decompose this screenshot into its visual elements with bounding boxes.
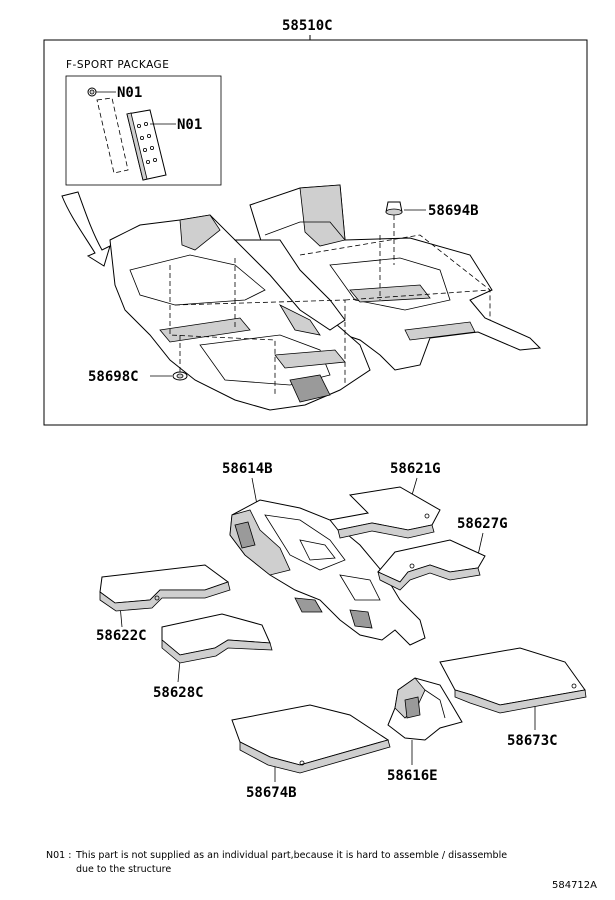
f-sport-inset-frame	[65, 75, 222, 186]
leader-58627g	[477, 532, 484, 556]
part-58621g-icon	[329, 486, 441, 539]
part-58627g-icon	[377, 539, 486, 591]
n01-clip-icon	[87, 87, 97, 97]
footnote: N01 : This part is not supplied as an ind…	[46, 849, 586, 877]
part-58622c-icon	[99, 564, 231, 612]
label-n01-top: N01	[117, 85, 142, 101]
part-58614b-icon	[229, 499, 426, 646]
inset-arrow-icon	[61, 191, 111, 267]
clip-58698c-icon	[172, 371, 188, 381]
label-58622c: 58622C	[96, 628, 147, 644]
label-58621g: 58621G	[390, 461, 441, 477]
diagram-code: 584712A	[551, 880, 597, 891]
floor-carpet-assembly	[109, 184, 542, 411]
label-58614b: 58614B	[222, 461, 273, 477]
part-58616e-icon	[387, 677, 463, 741]
part-58628c-icon	[161, 613, 273, 664]
label-58628c: 58628C	[153, 685, 204, 701]
assembly-frame	[43, 39, 588, 426]
label-58673c: 58673C	[507, 733, 558, 749]
pedal-pad-icon	[96, 97, 167, 181]
part-58673c-icon	[439, 647, 587, 714]
footnote-line-1: This part is not supplied as an individu…	[76, 850, 508, 861]
leader-58628c	[177, 659, 181, 683]
leader-58621g	[411, 477, 418, 496]
label-58698c: 58698C	[88, 369, 139, 385]
label-58674b: 58674B	[246, 785, 297, 801]
footnote-line-2: due to the structure	[76, 864, 172, 875]
label-58616e: 58616E	[387, 768, 438, 784]
label-n01-pad: N01	[177, 117, 202, 133]
label-58627g: 58627G	[457, 516, 508, 532]
part-58674b-icon	[231, 704, 391, 774]
footnote-key: N01 :	[46, 850, 72, 861]
label-58510c: 58510C	[282, 18, 333, 34]
clip-58694b-icon	[385, 201, 403, 216]
label-58694b: 58694B	[428, 203, 479, 219]
label-f-sport-package: F-SPORT PACKAGE	[66, 59, 169, 71]
